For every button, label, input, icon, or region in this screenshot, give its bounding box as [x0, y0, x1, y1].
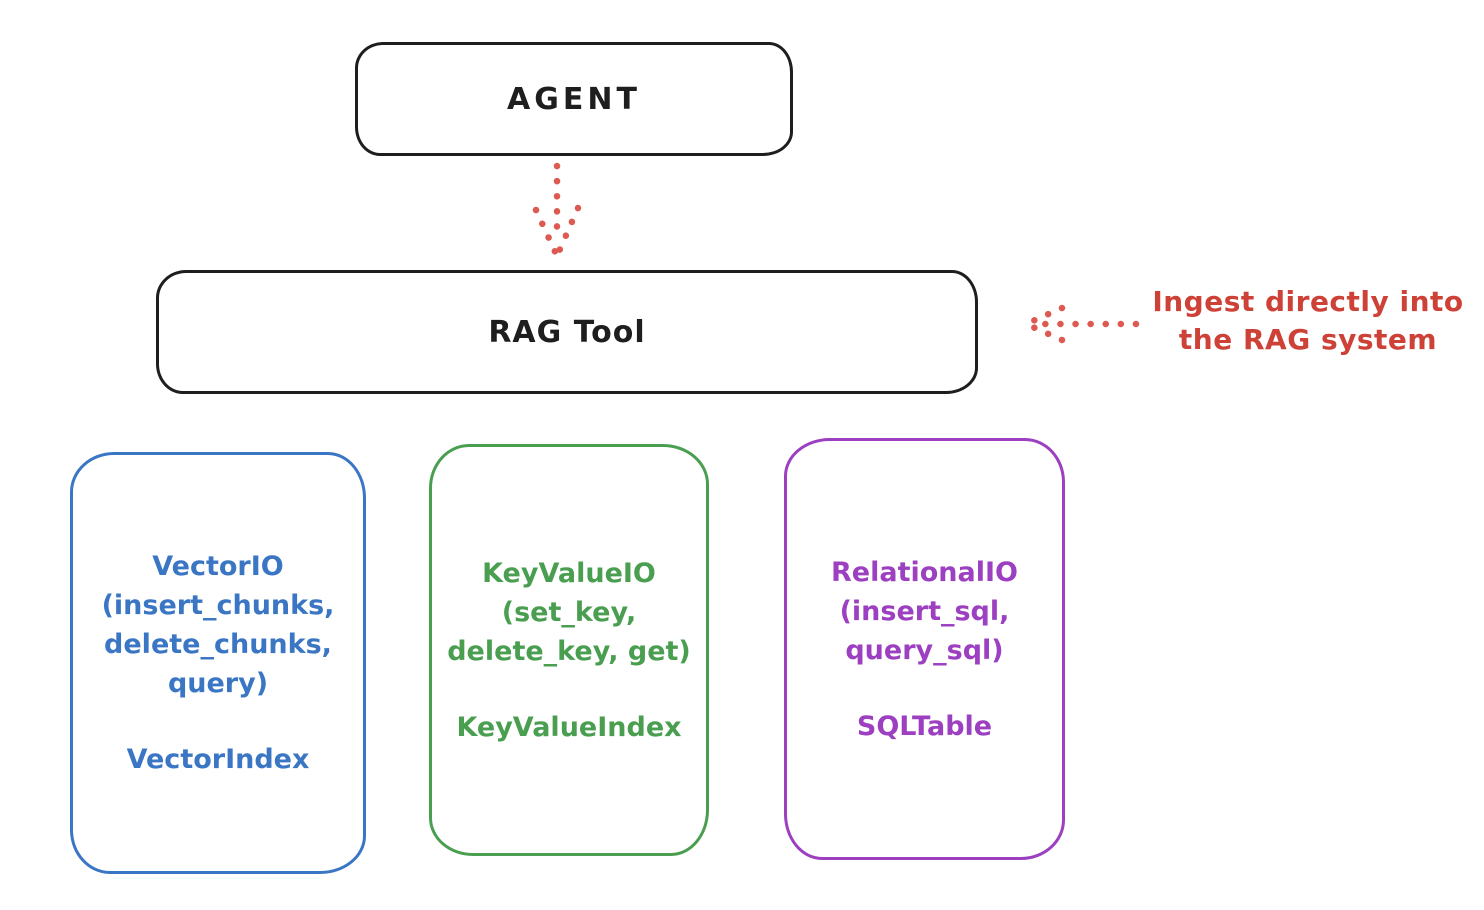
key-value-index-label: KeyValueIndex [456, 711, 682, 743]
sql-table-label: SQLTable [856, 710, 993, 742]
ingest-annotation-line-1: Ingest directly into [1152, 285, 1464, 318]
vector-io-line: (insert_chunks, [101, 590, 335, 621]
relational-io-line: query_sql) [845, 634, 1004, 666]
vector-io-methods: VectorIO (insert_chunks, delete_chunks, … [102, 547, 335, 703]
vector-index-label: VectorIndex [126, 744, 310, 775]
vector-io-node: VectorIO (insert_chunks, delete_chunks, … [70, 452, 366, 874]
key-value-io-line: delete_key, get) [447, 635, 691, 667]
relational-io-line: RelationalIO [831, 556, 1018, 588]
relational-io-line: (insert_sql, [839, 595, 1010, 627]
agent-node: AGENT [355, 42, 793, 156]
relational-io-methods: RelationalIO (insert_sql, query_sql) [831, 553, 1018, 670]
key-value-io-node: KeyValueIO (set_key, delete_key, get) Ke… [429, 444, 709, 856]
arrow-head-top [1022, 304, 1066, 328]
agent-to-rag-dotted-arrow-icon [532, 162, 582, 260]
vector-io-line: delete_chunks, [104, 629, 332, 660]
vector-io-line: VectorIO [152, 551, 284, 582]
vector-io-line: query) [167, 668, 269, 699]
ingest-dotted-arrow-icon [1022, 304, 1140, 344]
arrow-head-right [553, 204, 582, 260]
key-value-io-methods: KeyValueIO (set_key, delete_key, get) [447, 554, 691, 671]
arrow-head-bottom [1022, 320, 1066, 344]
rag-tool-label: RAG Tool [488, 314, 646, 350]
relational-io-node: RelationalIO (insert_sql, query_sql) SQL… [784, 438, 1065, 860]
key-value-io-line: (set_key, [501, 596, 637, 628]
key-value-io-line: KeyValueIO [482, 557, 656, 589]
arrow-head-left [532, 206, 561, 260]
agent-label: AGENT [507, 81, 641, 117]
ingest-annotation: Ingest directly into the RAG system [1138, 283, 1478, 359]
rag-tool-node: RAG Tool [156, 270, 978, 394]
ingest-annotation-line-2: the RAG system [1178, 323, 1438, 356]
